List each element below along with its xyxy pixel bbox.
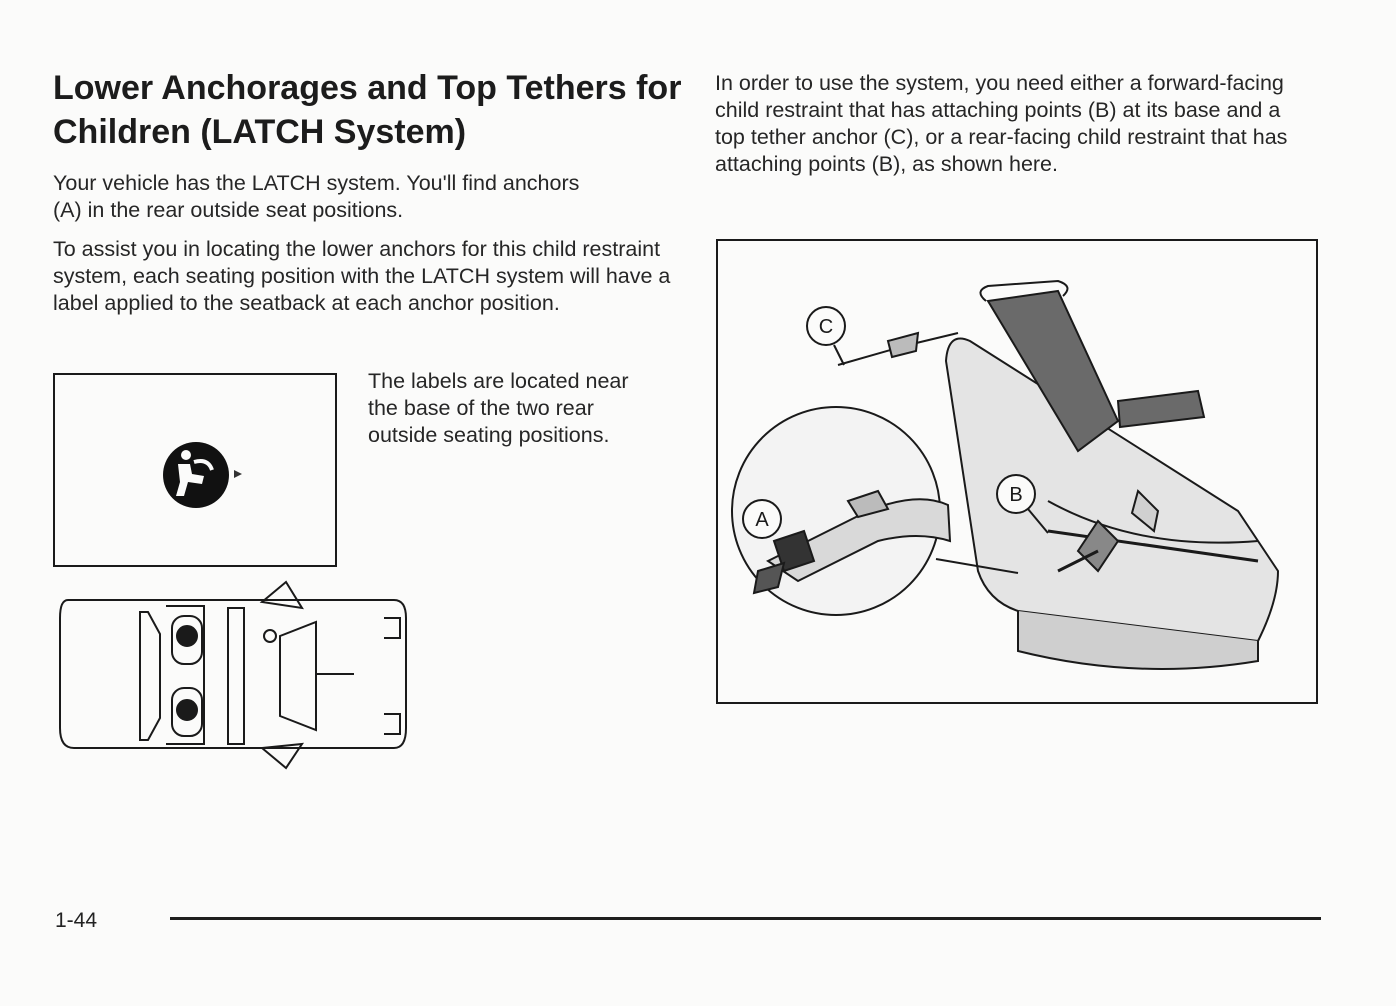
callout-a: A: [755, 509, 769, 531]
label-location-paragraph: To assist you in locating the lower anch…: [53, 237, 671, 315]
child-seat-anchor-icon: [163, 442, 242, 508]
intro-paragraph: Your vehicle has the LATCH system. You'l…: [53, 171, 580, 222]
labels-located-paragraph: The labels are located near the base of …: [368, 369, 629, 447]
callout-c: C: [819, 316, 833, 338]
vehicle-top-view-icon: [59, 580, 407, 770]
page-number: 1-44: [55, 909, 98, 932]
footer-rule: [170, 917, 1321, 920]
requirements-paragraph: In order to use the system, you need eit…: [715, 71, 1288, 176]
section-heading: Lower Anchorages and Top Tethers for Chi…: [53, 69, 682, 151]
child-seat-illustration: C A B: [731, 279, 1280, 670]
callout-b: B: [1009, 484, 1022, 506]
